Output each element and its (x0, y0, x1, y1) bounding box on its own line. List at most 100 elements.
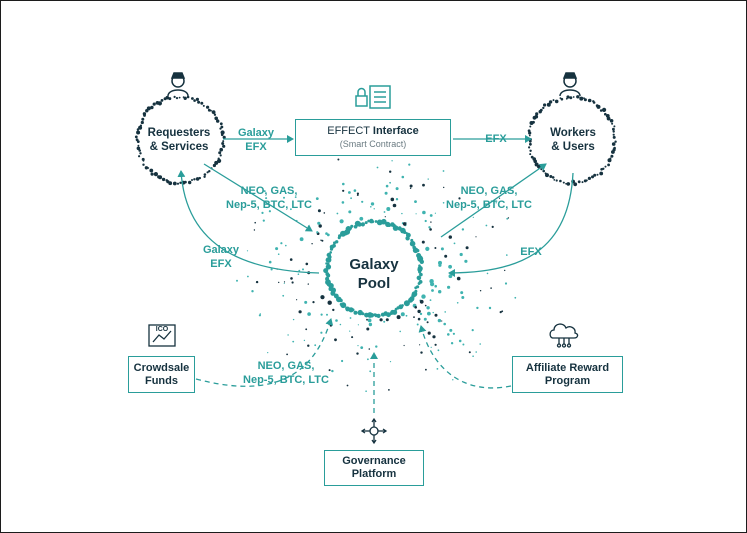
ring-dot (325, 272, 330, 276)
ring-dot (576, 95, 580, 99)
scatter-dot (341, 359, 344, 363)
scatter-dot (317, 209, 321, 213)
ring-dot (150, 105, 154, 110)
scatter-dot (472, 355, 474, 358)
ring-dot (540, 168, 543, 171)
interface-subtitle: (Smart Contract) (339, 138, 407, 149)
scatter-dot (357, 324, 359, 326)
scatter-dot (430, 221, 432, 223)
scatter-dot (307, 344, 310, 347)
ring-dot (532, 157, 536, 161)
ring-dot (559, 179, 562, 183)
scatter-dot (298, 310, 302, 314)
arrow-pool-to-requesters (177, 170, 320, 274)
scatter-dot (506, 254, 508, 256)
arrow-requesters-to-pool (203, 163, 313, 232)
scatter-dot (428, 226, 431, 229)
ring-dot (419, 272, 423, 277)
scatter-dot (312, 301, 315, 304)
ring-dot (555, 179, 558, 182)
scatter-dot (504, 269, 506, 272)
scatter-dot (307, 312, 311, 316)
scatter-dot (389, 361, 392, 363)
ring-dot (612, 135, 616, 139)
ring-dot (611, 122, 614, 125)
ring-dot (183, 96, 187, 101)
scatter-dot (402, 222, 407, 226)
scatter-dot (307, 283, 309, 285)
ring-dot (137, 144, 140, 147)
ring-dot (193, 99, 196, 102)
scatter-dot (270, 268, 273, 271)
ring-dot (150, 172, 154, 176)
ring-dot (325, 262, 328, 265)
ring-dot (612, 127, 615, 131)
ring-dot (530, 155, 534, 159)
scatter-dot (290, 277, 293, 280)
scatter-dot (430, 282, 435, 287)
scatter-dot (504, 282, 508, 285)
ring-dot (157, 175, 161, 179)
scatter-dot (254, 221, 256, 224)
ring-dot (178, 96, 181, 99)
ring-dot (591, 175, 594, 179)
scatter-dot (289, 258, 293, 261)
scatter-dot (423, 317, 427, 321)
ring-dot (221, 142, 225, 145)
scatter-dot (294, 196, 297, 199)
ring-dot (392, 225, 399, 231)
ring-dot (360, 222, 365, 227)
ring-dot (573, 182, 578, 187)
ring-dot (139, 124, 142, 127)
scatter-dot (401, 212, 403, 215)
ring-dot (176, 182, 180, 185)
ring-dot (596, 104, 601, 109)
ring-dot (146, 106, 151, 111)
scatter-dot (334, 338, 337, 342)
scatter-dot (304, 300, 308, 304)
ring-dot (581, 181, 584, 184)
ring-dot (168, 97, 172, 101)
scatter-dot (278, 281, 280, 284)
scatter-dot (460, 291, 464, 295)
ring-dot (136, 130, 141, 135)
ring-dot (134, 135, 138, 139)
scatter-dot (303, 339, 306, 342)
ring-dot (610, 154, 614, 158)
scatter-dot (431, 289, 434, 292)
ring-dot (543, 103, 547, 107)
ring-dot (339, 302, 343, 306)
ring-dot (172, 181, 177, 186)
scatter-dot (348, 210, 352, 214)
ring-dot (135, 138, 139, 142)
scatter-dot (427, 178, 429, 180)
ring-dot (527, 129, 531, 133)
scatter-dot (448, 235, 452, 239)
scatter-dot (283, 196, 285, 199)
scatter-dot (251, 290, 254, 293)
ring-dot (544, 172, 547, 175)
scatter-dot (434, 247, 437, 249)
ring-dot (554, 99, 559, 104)
scatter-dot (426, 321, 429, 324)
ring-dot (565, 182, 567, 185)
scatter-dot (414, 200, 417, 204)
ring-dot (417, 265, 423, 272)
ring-dot (566, 182, 571, 186)
scatter-dot (316, 231, 319, 234)
ring-dot (191, 97, 194, 100)
ring-dot (206, 171, 209, 174)
scatter-dot (305, 328, 308, 331)
scatter-dot (400, 312, 405, 317)
scatter-dot (453, 242, 456, 245)
scatter-dot (311, 243, 313, 245)
ring-dot (417, 282, 421, 285)
scatter-dot (346, 384, 349, 387)
ring-dot (323, 268, 329, 274)
scatter-dot (292, 340, 295, 343)
scatter-dot (442, 202, 445, 204)
ring-dot (532, 120, 535, 124)
ring-dot (207, 108, 211, 112)
scatter-dot (339, 323, 342, 326)
scatter-dot (408, 163, 411, 166)
